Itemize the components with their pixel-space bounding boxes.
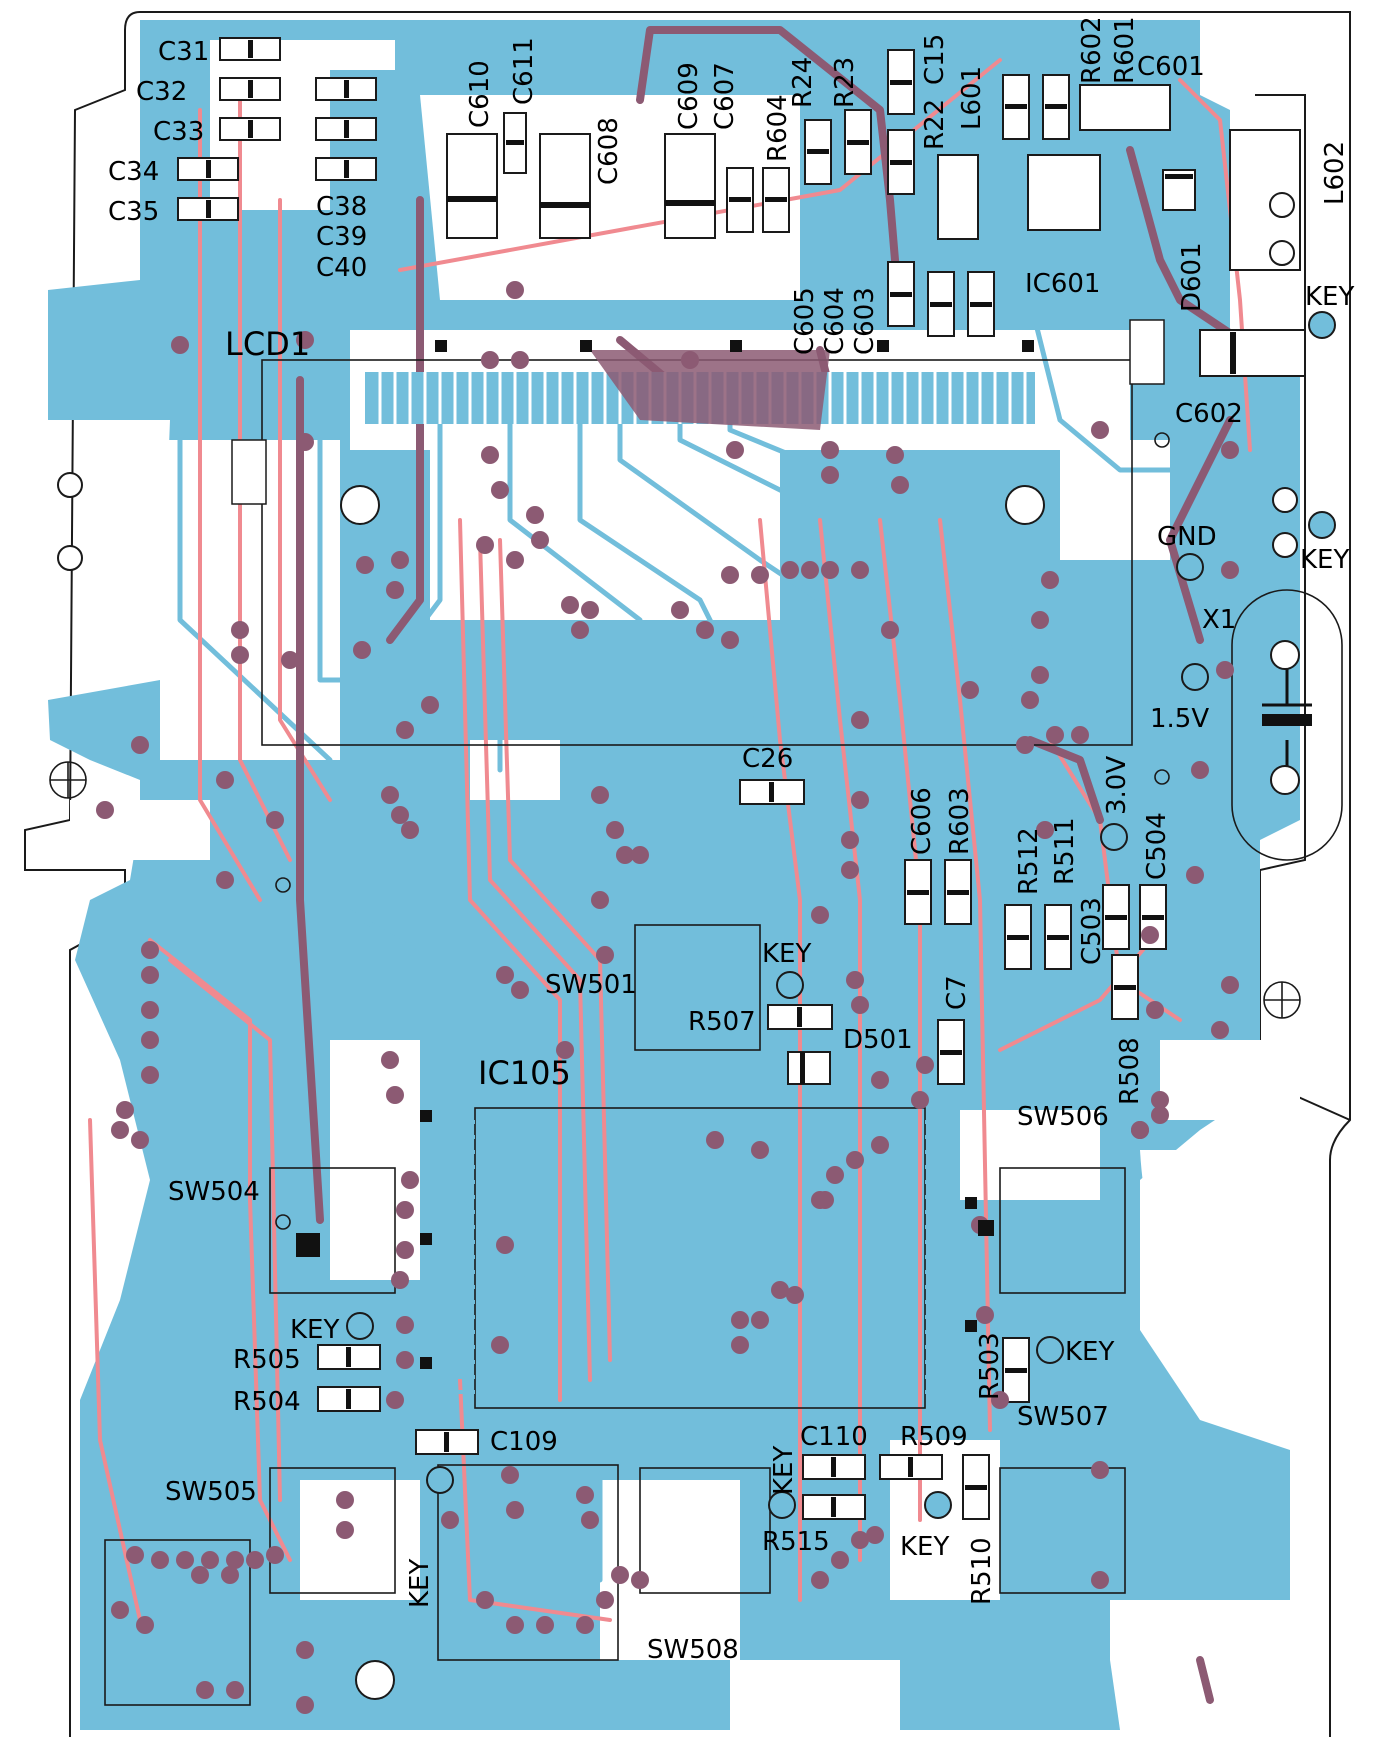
label-c607: C607 bbox=[710, 62, 740, 130]
label-key-f: KEY bbox=[769, 1446, 799, 1495]
label-c39: C39 bbox=[316, 222, 367, 252]
thick-traces bbox=[296, 26, 1244, 1704]
label-c32: C32 bbox=[136, 77, 187, 107]
label-3-0v: 3.0V bbox=[1102, 756, 1132, 815]
label-x1: X1 bbox=[1202, 605, 1236, 635]
label-sw505: SW505 bbox=[165, 1477, 257, 1507]
label-r504: R504 bbox=[233, 1387, 301, 1417]
label-c31: C31 bbox=[158, 37, 209, 67]
label-key-a: KEY bbox=[1305, 282, 1354, 312]
x1-crystal bbox=[1231, 589, 1343, 861]
label-sw506: SW506 bbox=[1017, 1102, 1109, 1132]
label-d601: D601 bbox=[1177, 242, 1207, 312]
label-ic105: IC105 bbox=[478, 1054, 571, 1092]
lcd1-pin-header bbox=[365, 350, 1035, 430]
label-c109: C109 bbox=[490, 1427, 558, 1457]
label-r23: R23 bbox=[830, 57, 860, 108]
label-c611: C611 bbox=[509, 37, 539, 105]
label-key-b: KEY bbox=[1300, 545, 1349, 575]
label-key-c: KEY bbox=[762, 939, 811, 969]
smd-components bbox=[177, 37, 1306, 1520]
label-c604: C604 bbox=[820, 287, 850, 355]
label-c34: C34 bbox=[108, 157, 159, 187]
label-key-h: KEY bbox=[405, 1559, 435, 1608]
ic105-pins bbox=[440, 1120, 960, 1394]
label-r508: R508 bbox=[1115, 1037, 1145, 1105]
label-r509: R509 bbox=[900, 1422, 968, 1452]
label-r510: R510 bbox=[967, 1537, 997, 1605]
label-c33: C33 bbox=[153, 117, 204, 147]
label-sw501: SW501 bbox=[545, 970, 637, 1000]
label-r511: R511 bbox=[1050, 817, 1080, 885]
component-labels: C31 C32 C33 C34 C35 C38 C39 C40 C610 C61… bbox=[108, 16, 1354, 1665]
label-lcd1: LCD1 bbox=[225, 325, 310, 363]
label-r503: R503 bbox=[975, 1332, 1005, 1400]
label-r515: R515 bbox=[762, 1527, 830, 1557]
label-c15: C15 bbox=[920, 34, 950, 85]
switch-outlines bbox=[104, 924, 1126, 1706]
label-r507: R507 bbox=[688, 1007, 756, 1037]
label-d501: D501 bbox=[843, 1025, 913, 1055]
label-c504: C504 bbox=[1142, 812, 1172, 880]
label-c38: C38 bbox=[316, 192, 367, 222]
label-r22: R22 bbox=[920, 99, 950, 150]
label-r512: R512 bbox=[1014, 827, 1044, 895]
label-c603: C603 bbox=[850, 287, 880, 355]
label-r601: R601 bbox=[1110, 16, 1140, 84]
label-r24: R24 bbox=[788, 57, 818, 108]
label-1-5v: 1.5V bbox=[1150, 704, 1209, 734]
label-sw507: SW507 bbox=[1017, 1402, 1109, 1432]
label-gnd: GND bbox=[1157, 522, 1217, 552]
label-key-e: KEY bbox=[1065, 1337, 1114, 1367]
label-c609: C609 bbox=[674, 62, 704, 130]
label-c503: C503 bbox=[1077, 897, 1107, 965]
label-c7: C7 bbox=[942, 975, 972, 1010]
label-l601: L601 bbox=[957, 66, 987, 130]
label-c608: C608 bbox=[594, 117, 624, 185]
label-ic601: IC601 bbox=[1025, 269, 1100, 299]
label-r505: R505 bbox=[233, 1345, 301, 1375]
label-sw508: SW508 bbox=[647, 1635, 739, 1665]
label-c110: C110 bbox=[800, 1422, 868, 1452]
label-l602: L602 bbox=[1320, 141, 1350, 205]
label-c601: C601 bbox=[1137, 52, 1205, 82]
label-r602: R602 bbox=[1077, 16, 1107, 84]
label-key-d: KEY bbox=[290, 1315, 339, 1345]
label-c602: C602 bbox=[1175, 399, 1243, 429]
label-r603: R603 bbox=[945, 787, 975, 855]
label-c26: C26 bbox=[742, 744, 793, 774]
label-c606: C606 bbox=[907, 787, 937, 855]
label-c605: C605 bbox=[790, 287, 820, 355]
label-key-g: KEY bbox=[900, 1532, 949, 1562]
label-c35: C35 bbox=[108, 197, 159, 227]
label-r604: R604 bbox=[763, 94, 793, 162]
label-c610: C610 bbox=[465, 60, 495, 128]
label-sw504: SW504 bbox=[168, 1177, 260, 1207]
test-points bbox=[49, 192, 1336, 1700]
label-c40: C40 bbox=[316, 253, 367, 283]
vias bbox=[96, 281, 1239, 1714]
